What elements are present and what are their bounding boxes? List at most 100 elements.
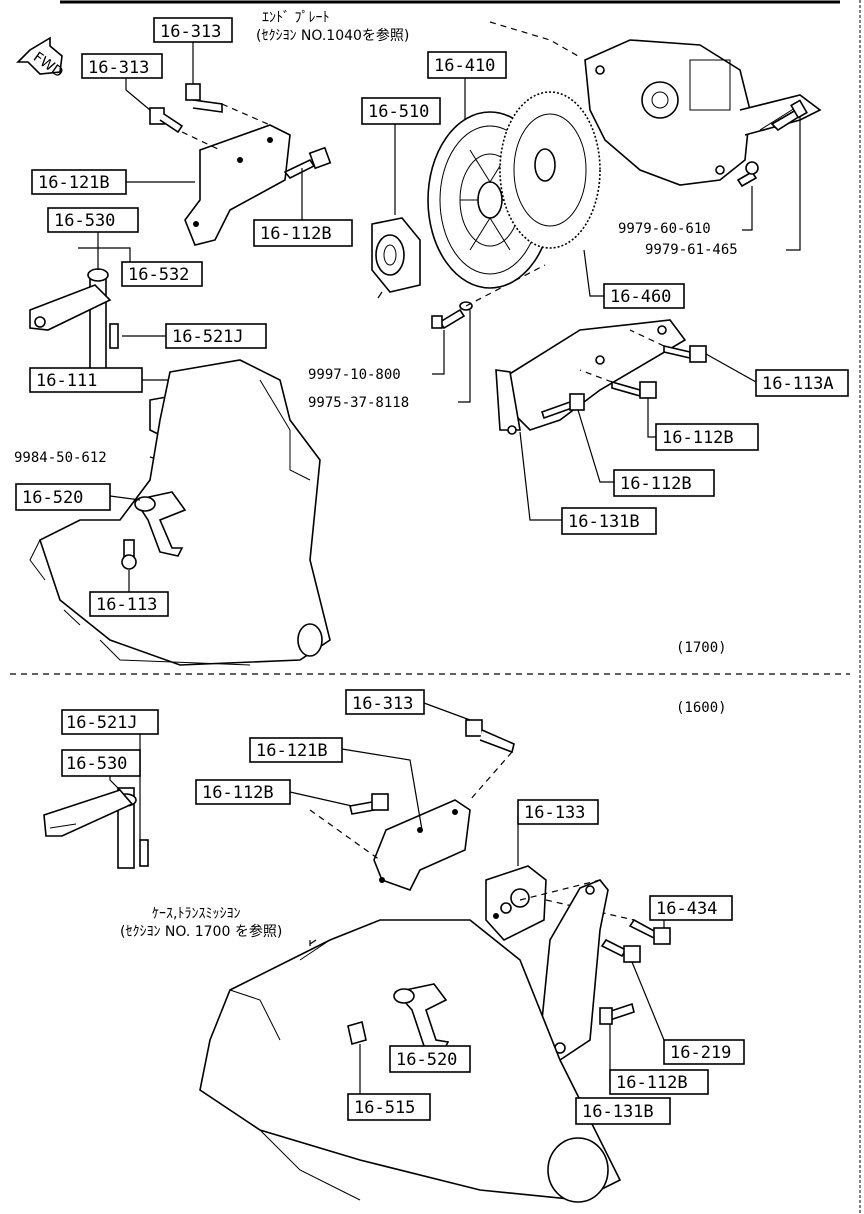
release-fork-16-520-lower-drawing <box>393 983 450 1051</box>
label-16-112b-b: 16-112B <box>655 423 759 451</box>
bolt-16-112b-c-drawing <box>540 393 585 420</box>
clutch-disc-drawing <box>499 91 601 249</box>
plate-16-133-drawing <box>485 865 547 941</box>
variant-1600: (1600) <box>676 700 727 716</box>
svg-text:16-313: 16-313 <box>88 58 149 78</box>
bolt-16-219-drawing <box>600 938 641 963</box>
svg-text:16-460: 16-460 <box>610 287 671 307</box>
release-bearing-drawing <box>371 217 421 299</box>
num-9975-37-8118: 9975-37-8118 <box>308 395 409 411</box>
svg-text:16-113A: 16-113A <box>762 374 834 394</box>
num-9997-10-800: 9997-10-800 <box>308 367 401 383</box>
svg-text:16-131B: 16-131B <box>582 1102 654 1122</box>
label-lower-16-219: 16-219 <box>663 1039 745 1065</box>
release-fork-16-520-drawing <box>133 491 187 557</box>
bolt-16-434-drawing <box>628 918 671 945</box>
bolt-9979-61-465 <box>770 99 808 132</box>
svg-text:16-112B: 16-112B <box>616 1073 688 1093</box>
svg-text:16-530: 16-530 <box>66 754 127 774</box>
svg-text:16-112B: 16-112B <box>260 224 332 244</box>
fwd-arrow: FWD <box>16 36 66 81</box>
label-lower-16-520: 16-520 <box>389 1045 471 1073</box>
svg-text:16-121B: 16-121B <box>256 741 328 761</box>
release-fork-shaft-drawing <box>29 268 119 381</box>
label-16-112b-c: 16-112B <box>613 469 715 497</box>
label-16-530: 16-530 <box>47 207 139 233</box>
bolt-16-112b-b-drawing <box>611 380 657 399</box>
label-16-121b: 16-121B <box>31 169 127 195</box>
cover-16-131b-drawing <box>495 319 687 435</box>
pivot-16-515-drawing <box>347 1020 367 1046</box>
label-lower-16-521j: 16-521J <box>61 709 159 735</box>
svg-text:16-434: 16-434 <box>656 899 717 919</box>
key-16-521j <box>109 323 119 349</box>
case-note-line2: (ｾｸｼﾖﾝ NO. 1700 を参照) <box>120 923 282 940</box>
bracket-16-121b-drawing <box>181 103 291 246</box>
svg-text:16-219: 16-219 <box>670 1043 731 1063</box>
svg-text:16-112B: 16-112B <box>202 783 274 803</box>
svg-text:16-520: 16-520 <box>396 1050 457 1070</box>
label-16-131b: 16-131B <box>561 507 657 535</box>
svg-text:16-113: 16-113 <box>96 595 157 615</box>
svg-text:16-313: 16-313 <box>352 694 413 714</box>
pivot-16-113-drawing <box>121 539 137 570</box>
label-16-113: 16-113 <box>89 591 169 617</box>
num-9979-61-465: 9979-61-465 <box>645 242 738 258</box>
label-16-532: 16-532 <box>121 261 203 287</box>
release-fork-shaft-lower-drawing <box>43 787 149 869</box>
label-lower-16-313: 16-313 <box>345 689 425 715</box>
label-16-460: 16-460 <box>603 283 685 309</box>
svg-text:16-313: 16-313 <box>160 22 221 42</box>
label-16-112b-a: 16-112B <box>253 219 353 247</box>
svg-text:16-515: 16-515 <box>354 1098 415 1118</box>
case-note-line1: ｹｰｽ,ﾄﾗﾝｽﾐｯｼﾖﾝ <box>152 906 240 922</box>
label-16-111: 16-111 <box>29 367 143 393</box>
label-lower-16-121b: 16-121B <box>249 737 343 763</box>
transmission-case-upper-drawing <box>29 359 331 666</box>
label-16-113a: 16-113A <box>755 369 849 397</box>
svg-text:16-530: 16-530 <box>54 211 115 231</box>
label-16-520: 16-520 <box>15 483 111 511</box>
label-16-521j: 16-521J <box>165 323 267 349</box>
endplate-note-line2: (ｾｸｼﾖﾝ NO.1040を参照) <box>256 27 409 44</box>
label-lower-16-530: 16-530 <box>61 749 141 777</box>
label-16-410: 16-410 <box>427 51 507 79</box>
svg-text:16-521J: 16-521J <box>172 327 244 347</box>
bolt-16-113a-drawing <box>663 344 707 363</box>
label-lower-16-515: 16-515 <box>347 1093 431 1121</box>
label-16-313-b: 16-313 <box>81 53 163 79</box>
bolt-9997-10-800 <box>431 308 466 330</box>
endplate-note-line1: ｴﾝﾄﾞ ﾌﾟﾚｰﾄ <box>262 10 329 26</box>
svg-text:16-131B: 16-131B <box>568 512 640 532</box>
svg-text:16-133: 16-133 <box>524 803 585 823</box>
variant-1700: (1700) <box>676 640 727 656</box>
bracket-16-121b-lower-drawing <box>373 799 471 891</box>
num-9984-50-612: 9984-50-612 <box>14 450 107 466</box>
svg-text:16-112B: 16-112B <box>662 428 734 448</box>
label-16-510: 16-510 <box>361 97 441 125</box>
svg-text:16-510: 16-510 <box>368 102 429 122</box>
label-lower-16-133: 16-133 <box>517 799 599 825</box>
endplate-leader <box>489 21 579 57</box>
bolt-16-313-lower-drawing <box>465 719 515 754</box>
svg-text:16-410: 16-410 <box>434 56 495 76</box>
cover-16-131b-lower-drawing <box>539 879 609 1062</box>
label-16-313-a: 16-313 <box>153 17 233 43</box>
bolt-16-313-a-drawing <box>185 83 223 113</box>
bolt-16-112b-lower-a-drawing <box>349 793 389 815</box>
svg-text:16-112B: 16-112B <box>620 474 692 494</box>
bolt-16-112b-lower-b-drawing <box>599 1002 635 1025</box>
bolt-16-112b-a-drawing <box>283 146 332 179</box>
svg-text:16-532: 16-532 <box>128 265 189 285</box>
bolt-16-313-b-drawing <box>149 107 184 134</box>
svg-text:16-521J: 16-521J <box>66 713 138 733</box>
label-lower-16-112b-a: 16-112B <box>195 779 291 805</box>
label-lower-16-131b: 16-131B <box>575 1097 671 1125</box>
svg-text:16-111: 16-111 <box>36 371 97 391</box>
label-lower-16-434: 16-434 <box>649 895 733 921</box>
svg-text:16-121B: 16-121B <box>38 173 110 193</box>
label-lower-16-112b-b: 16-112B <box>609 1069 709 1095</box>
bolt-9979-60-610 <box>736 161 759 188</box>
end-plate-drawing <box>584 39 822 186</box>
